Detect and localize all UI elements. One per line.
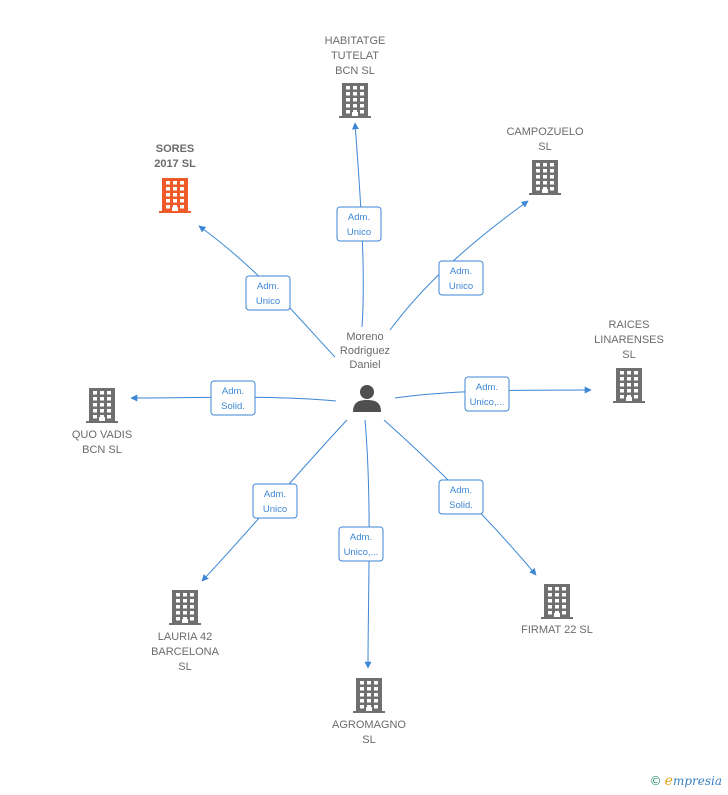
building-icon xyxy=(339,83,371,118)
company-node-raices-linarenses-sl[interactable]: RAICES LINARENSES SL xyxy=(594,319,664,403)
role-text: Adm. xyxy=(222,386,244,397)
person-name-line: Moreno xyxy=(346,331,383,343)
company-name-line: QUO VADIS xyxy=(72,429,132,441)
building-icon xyxy=(169,590,201,625)
role-badge-agromagno-sl[interactable]: Adm. Unico,... xyxy=(338,526,384,562)
role-text: Unico,... xyxy=(470,397,505,408)
role-badge-quo-vadis-bcn-sl[interactable]: Adm. Solid. xyxy=(210,380,256,416)
company-name-line: SL xyxy=(538,141,551,153)
role-text: Unico xyxy=(449,281,473,292)
role-badge-sores-2017-sl[interactable]: Adm. Unico xyxy=(245,275,291,311)
role-text: Adm. xyxy=(348,212,370,223)
role-text: Adm. xyxy=(257,281,279,292)
company-name-line: BCN SL xyxy=(335,65,375,77)
company-name-line: 2017 SL xyxy=(154,158,196,170)
company-name-line: BARCELONA xyxy=(151,646,220,658)
role-text: Solid. xyxy=(221,401,245,412)
role-text: Unico,... xyxy=(344,547,379,558)
role-text: Adm. xyxy=(350,532,372,543)
company-name-line: CAMPOZUELO xyxy=(506,126,583,138)
company-name-line: SL xyxy=(622,349,635,361)
building-icon xyxy=(613,368,645,403)
company-node-lauria-42-barcelona-sl[interactable]: LAURIA 42 BARCELONA SL xyxy=(151,590,220,673)
company-name-line: SL xyxy=(362,734,375,746)
building-icon xyxy=(86,388,118,423)
building-icon xyxy=(541,584,573,619)
person-icon xyxy=(353,385,381,412)
company-name-line: AGROMAGNO xyxy=(332,719,406,731)
role-text: Adm. xyxy=(450,485,472,496)
company-name-line: LINARENSES xyxy=(594,334,664,346)
company-name-line: RAICES xyxy=(609,319,650,331)
brand-footer: ©empresia xyxy=(650,773,722,789)
company-node-firmat-22-sl[interactable]: FIRMAT 22 SL xyxy=(521,584,593,636)
role-badge-firmat-22-sl[interactable]: Adm. Solid. xyxy=(438,479,484,515)
role-badge-lauria-42-barcelona-sl[interactable]: Adm. Unico xyxy=(252,483,298,519)
building-icon xyxy=(353,678,385,713)
company-name-line: SL xyxy=(178,661,191,673)
role-badge-campozuelo-sl[interactable]: Adm. Unico xyxy=(438,260,484,296)
brand-logo-text: mpresia xyxy=(672,774,722,788)
role-text: Unico xyxy=(263,504,287,515)
person-name-line: Daniel xyxy=(349,359,380,371)
role-text: Adm. xyxy=(264,489,286,500)
role-badge-habitatge-tutelat-bcn-sl[interactable]: Adm. Unico xyxy=(336,206,382,242)
company-node-sores-2017-sl[interactable]: SORES 2017 SL xyxy=(154,143,196,213)
role-text: Unico xyxy=(256,296,280,307)
role-text: Unico xyxy=(347,227,371,238)
company-name-line: FIRMAT 22 SL xyxy=(521,624,593,636)
building-icon xyxy=(159,178,191,213)
company-name-line: LAURIA 42 xyxy=(158,631,212,643)
company-node-campozuelo-sl[interactable]: CAMPOZUELO SL xyxy=(506,126,584,195)
role-badge-raices-linarenses-sl[interactable]: Adm. Unico,... xyxy=(464,376,510,412)
person-name-line: Rodriguez xyxy=(340,345,390,357)
company-node-agromagno-sl[interactable]: AGROMAGNO SL xyxy=(332,678,406,746)
company-node-quo-vadis-bcn-sl[interactable]: QUO VADIS BCN SL xyxy=(72,388,132,456)
building-icon xyxy=(529,160,561,195)
copyright-icon: © xyxy=(649,774,662,788)
company-name-line: SORES xyxy=(156,143,195,155)
role-text: Solid. xyxy=(449,500,473,511)
company-node-habitatge-tutelat-bcn-sl[interactable]: HABITATGE TUTELAT BCN SL xyxy=(325,35,386,118)
company-name-line: TUTELAT xyxy=(331,50,379,62)
company-name-line: BCN SL xyxy=(82,444,122,456)
brand-logo-initial: e xyxy=(664,773,673,789)
company-name-line: HABITATGE xyxy=(325,35,386,47)
role-text: Adm. xyxy=(450,266,472,277)
role-text: Adm. xyxy=(476,382,498,393)
